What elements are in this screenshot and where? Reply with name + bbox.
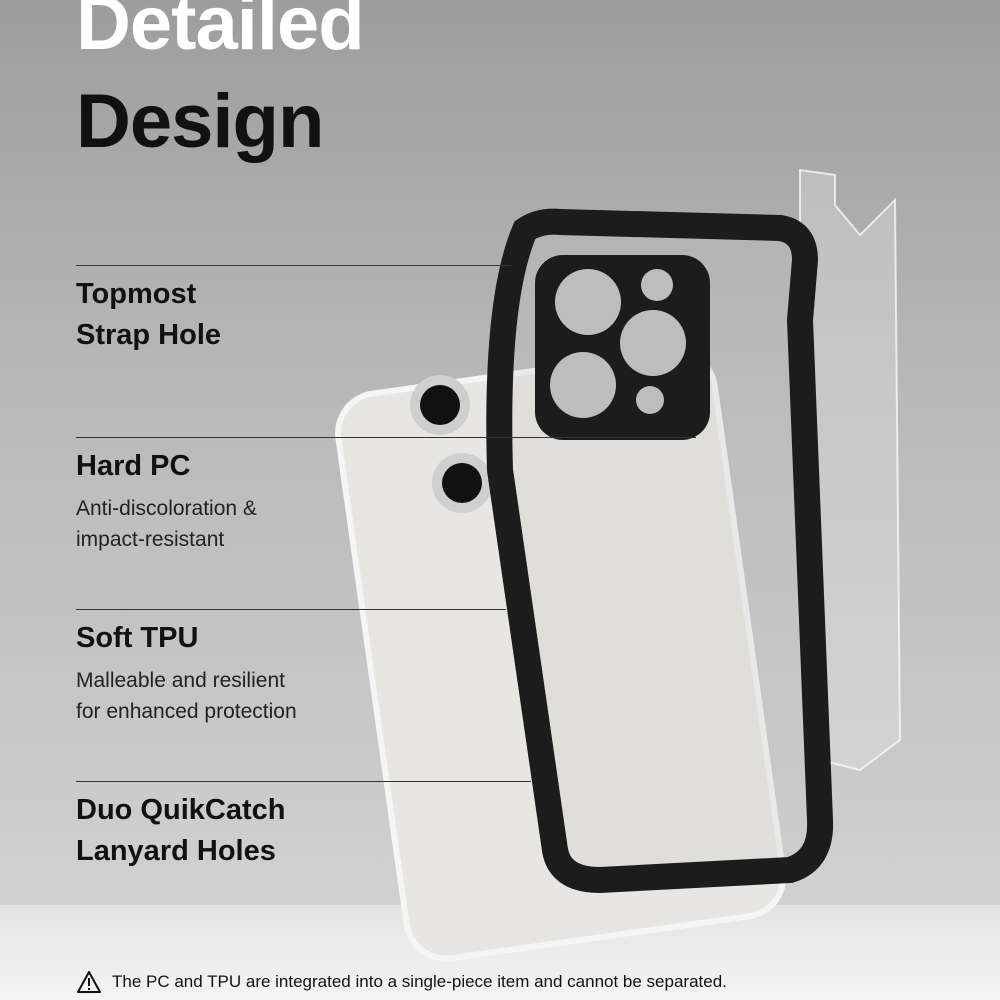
phone-cameras	[410, 375, 492, 513]
warning-triangle-icon	[77, 971, 101, 993]
feature-heading: Hard PC	[76, 450, 191, 482]
feature-description: Anti-discoloration &impact-resistant	[76, 497, 257, 551]
feature-hard-pc: Hard PC Anti-discoloration &impact-resis…	[76, 446, 257, 555]
callout-line	[76, 609, 506, 610]
note-text: The PC and TPU are integrated into a sin…	[112, 972, 727, 991]
feature-heading: Soft TPU	[76, 622, 199, 654]
title-line-1: Detailed	[76, 0, 365, 66]
callout-line	[76, 437, 696, 438]
callout-line	[76, 265, 511, 266]
callout-line	[76, 781, 531, 782]
separation-note: The PC and TPU are integrated into a sin…	[76, 970, 727, 994]
title-line-2: Design	[76, 79, 324, 164]
